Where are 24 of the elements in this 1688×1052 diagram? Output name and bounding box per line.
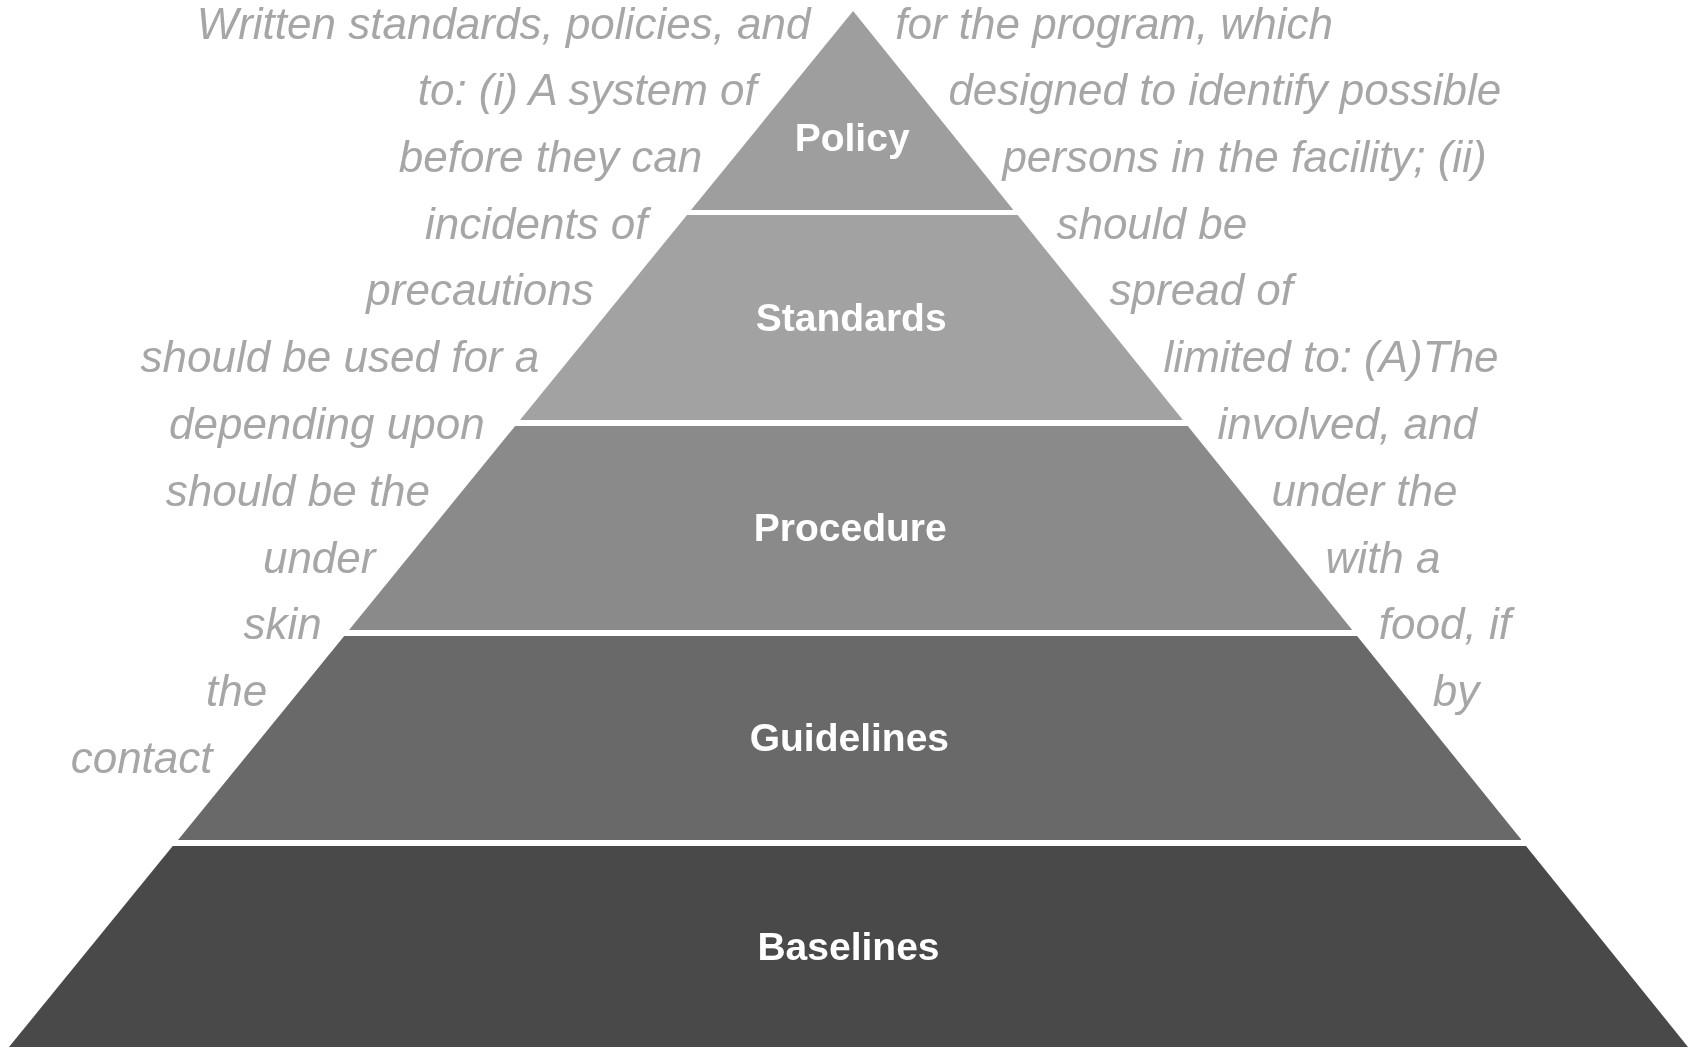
background-text: should be the xyxy=(165,465,431,517)
background-text: the xyxy=(205,665,268,717)
tier-label: Guidelines xyxy=(749,716,950,760)
background-text: by xyxy=(1432,665,1480,717)
background-text: precautions xyxy=(366,264,594,316)
background-text: contact xyxy=(70,732,213,784)
background-text: Written standards, policies, and xyxy=(196,0,811,50)
tier-label: Standards xyxy=(755,295,947,340)
tier-label: Baselines xyxy=(757,924,940,969)
background-text: depending upon xyxy=(168,398,485,450)
background-text: with a xyxy=(1325,532,1441,584)
tier-label: Policy xyxy=(794,116,910,161)
background-text: persons in the facility; (ii) xyxy=(1002,131,1487,183)
background-text: for the program, which xyxy=(895,0,1333,50)
background-text: designed to identify possible xyxy=(948,64,1502,116)
background-text: before they can xyxy=(398,131,703,183)
background-text: under xyxy=(262,532,376,584)
background-text: under the xyxy=(1271,465,1458,517)
background-text: involved, and xyxy=(1217,398,1477,450)
background-text: skin xyxy=(243,598,322,650)
background-text: limited to: (A)The xyxy=(1163,331,1499,383)
background-text: should be used for a xyxy=(140,331,540,383)
background-text: should be xyxy=(1056,198,1248,250)
tier-label: Procedure xyxy=(753,506,947,550)
